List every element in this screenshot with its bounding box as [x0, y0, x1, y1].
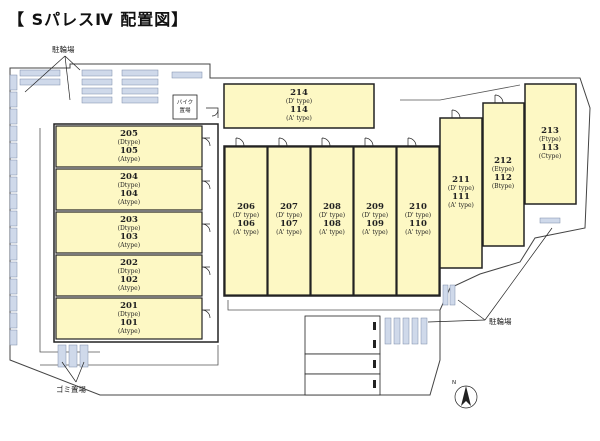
unit-208: [310, 146, 354, 296]
unit-212: [482, 102, 525, 247]
unit-213-num: 113: [541, 143, 559, 153]
bike-parking-top-rows: [19, 69, 203, 104]
unit-207: [267, 146, 311, 296]
unit-214-type-upper: (D' type): [286, 98, 312, 105]
unit-214: [223, 83, 375, 129]
unit-208-num: 108: [323, 219, 341, 229]
unit-202-name: 202: [120, 258, 138, 268]
bike-parking-top-label: 駐輪場: [52, 44, 75, 54]
unit-202-type-upper: (Dtype): [118, 268, 141, 275]
unit-201: [55, 297, 203, 340]
unit-212-type-upper: (Etype): [492, 166, 514, 173]
unit-206-type-lower: (A' type): [233, 229, 259, 236]
bike-storage-label: バイク: [177, 99, 193, 106]
unit-207-type-lower: (A' type): [276, 229, 302, 236]
page-title: 【 SパレスⅣ 配置図】: [8, 10, 189, 29]
unit-205-type-upper: (Dtype): [118, 139, 141, 146]
unit-204: [55, 168, 203, 211]
unit-212-name: 212: [494, 156, 512, 166]
unit-209-type-lower: (A' type): [362, 229, 388, 236]
unit-206-name: 206: [237, 202, 255, 212]
unit-207-name: 207: [280, 202, 298, 212]
unit-211-type-upper: (D' type): [448, 185, 474, 192]
north-arrow: [454, 385, 478, 409]
walkway-line: [40, 345, 219, 366]
unit-201-name: 201: [120, 301, 138, 311]
unit-204-name: 204: [120, 172, 138, 182]
unit-205-num: 105: [120, 146, 138, 156]
unit-206-num: 106: [237, 219, 255, 229]
bike-parking-bottom-right: [384, 217, 561, 345]
unit-206-type-upper: (D' type): [233, 212, 259, 219]
unit-214-type-lower: (A' type): [286, 115, 312, 122]
unit-202-type-lower: (Atype): [118, 285, 140, 292]
unit-204-type-upper: (Dtype): [118, 182, 141, 189]
unit-204-num: 104: [120, 189, 138, 199]
bike-storage: [172, 94, 198, 120]
unit-209-name: 209: [366, 202, 384, 212]
unit-207-num: 107: [280, 219, 298, 229]
unit-213-type-upper: (Ftype): [539, 136, 561, 143]
unit-212-num: 112: [494, 173, 512, 183]
unit-203-num: 103: [120, 232, 138, 242]
unit-209: [353, 146, 397, 296]
bike-storage-label: 置場: [179, 106, 191, 114]
unit-210-num: 110: [409, 219, 427, 229]
unit-203-name: 203: [120, 215, 138, 225]
unit-213-name: 213: [541, 126, 559, 136]
walkway-line: [400, 84, 521, 101]
unit-208-name: 208: [323, 202, 341, 212]
unit-201-type-lower: (Atype): [118, 328, 140, 335]
bike-parking-left-strip: [9, 74, 18, 346]
unit-213: [524, 83, 577, 205]
unit-203-type-upper: (Dtype): [118, 225, 141, 232]
unit-214-name: 214: [290, 88, 308, 98]
unit-202-num: 102: [120, 275, 138, 285]
storage-sheds: [304, 315, 381, 396]
unit-205-type-lower: (Atype): [118, 156, 140, 163]
bike-parking-right-label: 駐輪場: [489, 316, 512, 326]
unit-211: [439, 117, 483, 269]
unit-201-num: 101: [120, 318, 138, 328]
unit-211-num: 111: [452, 192, 470, 202]
unit-210-type-upper: (D' type): [405, 212, 431, 219]
unit-212-type-lower: (Btype): [492, 183, 514, 190]
unit-205-name: 205: [120, 129, 138, 139]
unit-201-type-upper: (Dtype): [118, 311, 141, 318]
garbage-area: [57, 344, 89, 368]
north-label: N: [452, 380, 456, 386]
unit-205: [55, 125, 203, 168]
unit-203-type-lower: (Atype): [118, 242, 140, 249]
unit-210: [396, 146, 440, 296]
unit-208-type-upper: (D' type): [319, 212, 345, 219]
unit-211-name: 211: [452, 175, 470, 185]
building-left-outline: [53, 123, 219, 343]
unit-211-type-lower: (A' type): [448, 202, 474, 209]
unit-208-type-lower: (A' type): [319, 229, 345, 236]
unit-206: [224, 146, 268, 296]
unit-210-type-lower: (A' type): [405, 229, 431, 236]
garbage-label: ゴミ置場: [56, 384, 86, 394]
unit-210-name: 210: [409, 202, 427, 212]
unit-213-type-lower: (Ctype): [539, 153, 561, 160]
unit-209-num: 109: [366, 219, 384, 229]
unit-209-type-upper: (D' type): [362, 212, 388, 219]
unit-214-num: 114: [290, 105, 308, 115]
unit-202: [55, 254, 203, 297]
unit-207-type-upper: (D' type): [276, 212, 302, 219]
unit-203: [55, 211, 203, 254]
unit-204-type-lower: (Atype): [118, 199, 140, 206]
walkway-line: [227, 300, 440, 311]
